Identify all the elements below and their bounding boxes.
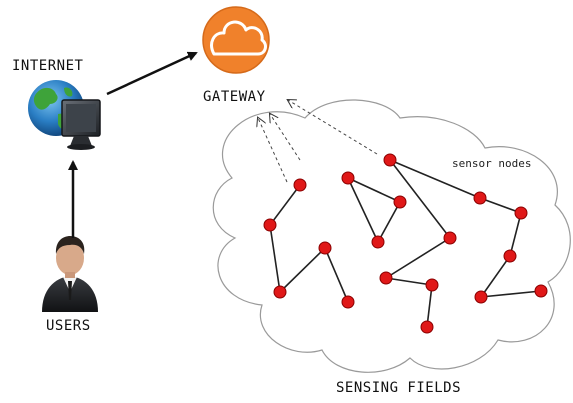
internet-to-gateway-arrow xyxy=(106,51,198,96)
sensor-link xyxy=(269,184,301,226)
sensor-link xyxy=(324,247,349,303)
sensor-link xyxy=(269,224,281,293)
sensor-link xyxy=(426,284,433,328)
sensor-node xyxy=(371,235,385,249)
sensor-node xyxy=(293,178,307,192)
sensor-node xyxy=(379,271,393,285)
sensor-node xyxy=(383,153,397,167)
sensor-nodes-label: sensor nodes xyxy=(452,157,532,170)
sensor-link xyxy=(479,197,522,214)
sensor-link xyxy=(377,201,401,243)
sensor-link xyxy=(509,212,522,257)
gateway-label: GATEWAY xyxy=(203,89,266,105)
field-to-gateway-dashed-arrow xyxy=(288,100,378,155)
sensor-link xyxy=(279,247,326,293)
globe-monitor-icon xyxy=(28,80,101,150)
sensor-node xyxy=(473,191,487,205)
sensor-link xyxy=(480,290,542,298)
users-label: USERS xyxy=(46,318,91,334)
internet-label: INTERNET xyxy=(12,58,84,74)
sensor-link xyxy=(480,255,511,298)
sensor-node xyxy=(443,231,457,245)
sensor-node xyxy=(503,249,517,263)
sensor-links xyxy=(269,159,542,328)
sensor-link xyxy=(389,159,481,199)
sensing-fields-label: SENSING FIELDS xyxy=(336,380,462,396)
sensor-nodes xyxy=(263,153,548,334)
sensor-link xyxy=(347,177,379,243)
sensor-node xyxy=(341,295,355,309)
sensor-node xyxy=(420,320,434,334)
sensor-node xyxy=(273,285,287,299)
sensor-link xyxy=(385,277,433,286)
sensor-link xyxy=(389,159,451,239)
user-avatar-icon xyxy=(42,236,98,312)
sensor-link xyxy=(347,177,401,203)
gateway-cloud-icon xyxy=(202,6,270,74)
sensor-node xyxy=(534,284,548,298)
sensing-field-boundary xyxy=(212,99,571,373)
sensor-node xyxy=(341,171,355,185)
sensor-node xyxy=(318,241,332,255)
sensor-node xyxy=(393,195,407,209)
sensor-node xyxy=(263,218,277,232)
sensor-node xyxy=(514,206,528,220)
sensor-node xyxy=(425,278,439,292)
sensor-node xyxy=(474,290,488,304)
sensor-link xyxy=(385,237,451,279)
